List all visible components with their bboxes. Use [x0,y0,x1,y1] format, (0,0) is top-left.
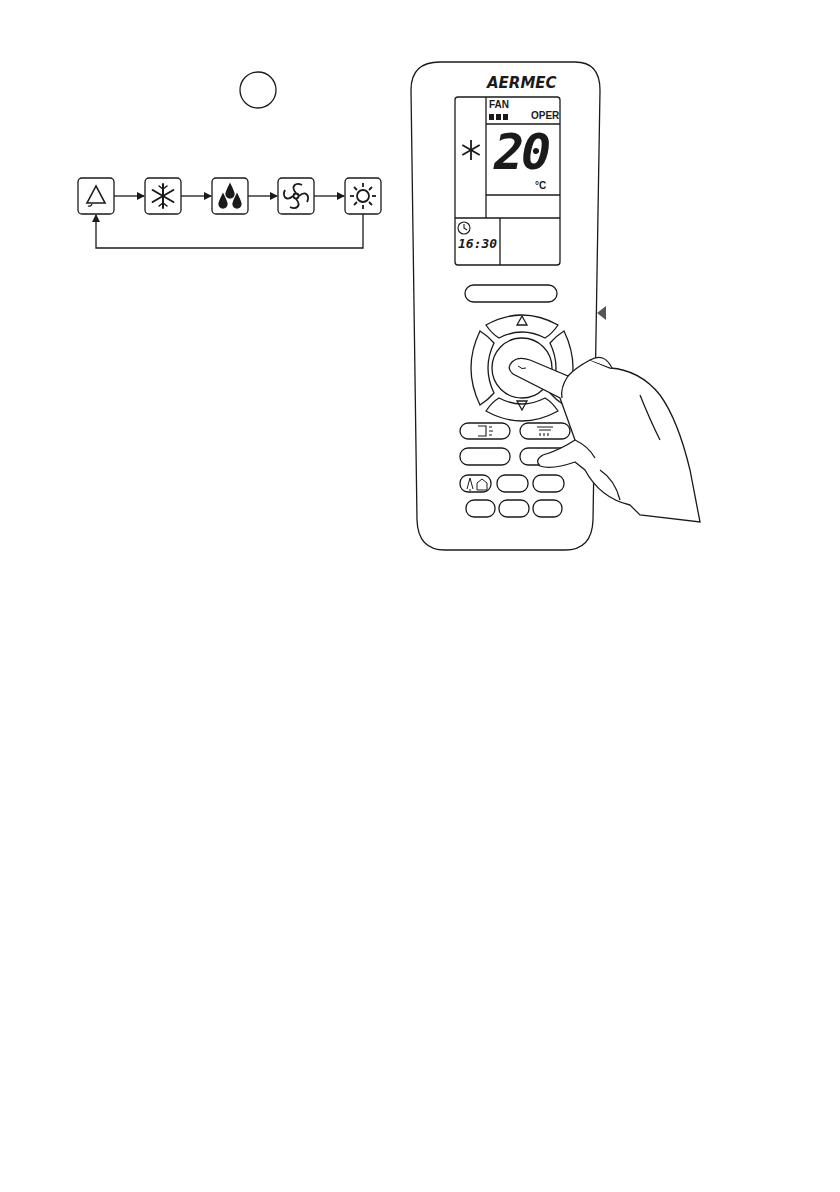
fan-indicator: FAN [489,100,509,110]
oper-indicator: OPER [531,111,559,121]
brand-name: AERMEC [487,76,557,91]
unit-label: °C [535,181,546,191]
temperature-display: 20 [494,127,548,177]
mode-sequence [78,178,381,248]
remote-control [411,62,606,550]
callout-circle [240,72,276,108]
clock-display: 16:30 [458,237,497,250]
hand [509,357,700,522]
